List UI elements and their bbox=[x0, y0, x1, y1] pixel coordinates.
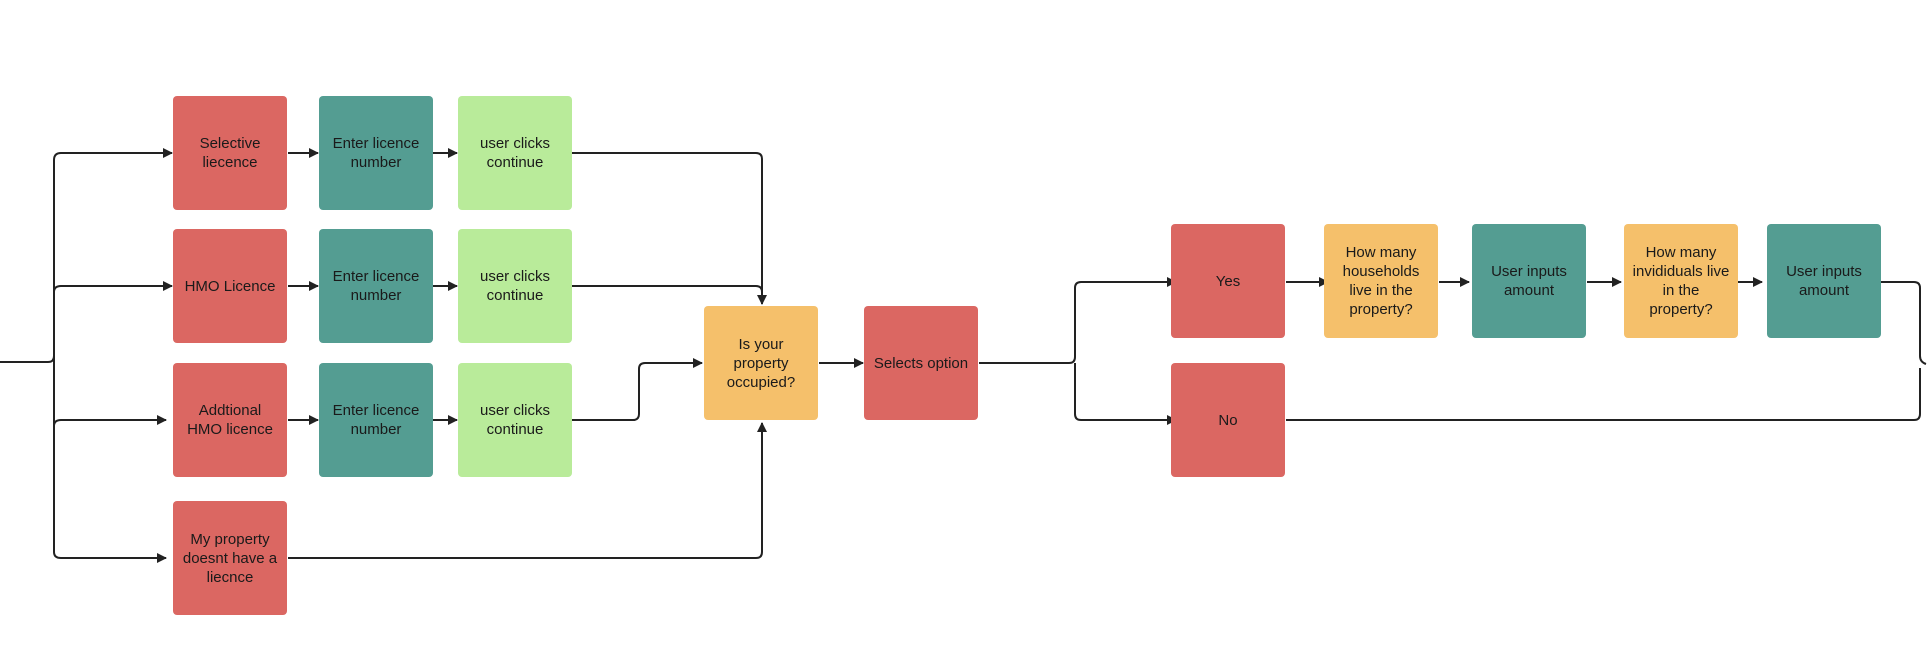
node-individuals-input[interactable]: User inputs amount bbox=[1767, 224, 1881, 338]
node-user-clicks-continue-3[interactable]: user clicks continue bbox=[458, 363, 572, 477]
node-hmo-licence[interactable]: HMO Licence bbox=[173, 229, 287, 343]
edge-no-licence-to-occupied bbox=[288, 422, 767, 559]
node-user-clicks-continue-1[interactable]: user clicks continue bbox=[458, 96, 572, 210]
edge-to-no bbox=[1074, 363, 1177, 425]
edge-selects-to-split bbox=[979, 356, 1076, 364]
node-selective-licence[interactable]: Selective liecence bbox=[173, 96, 287, 210]
edge-to-hmo-licence bbox=[53, 281, 173, 293]
node-no-licence[interactable]: My property doesnt have a liecnce bbox=[173, 501, 287, 615]
node-yes[interactable]: Yes bbox=[1171, 224, 1285, 338]
node-individuals-question[interactable]: How many invididuals live in the propert… bbox=[1624, 224, 1738, 338]
node-enter-licence-number-3[interactable]: Enter licence number bbox=[319, 363, 433, 477]
edge-to-yes bbox=[1074, 277, 1177, 357]
edge-no-to-merge bbox=[1286, 368, 1921, 421]
edge-continue2-to-occupied bbox=[572, 285, 763, 293]
node-no[interactable]: No bbox=[1171, 363, 1285, 477]
node-enter-licence-number-2[interactable]: Enter licence number bbox=[319, 229, 433, 343]
edge-entry bbox=[0, 355, 55, 363]
node-property-occupied[interactable]: Is your property occupied? bbox=[704, 306, 818, 420]
node-enter-licence-number-1[interactable]: Enter licence number bbox=[319, 96, 433, 210]
node-households-input[interactable]: User inputs amount bbox=[1472, 224, 1586, 338]
node-user-clicks-continue-2[interactable]: user clicks continue bbox=[458, 229, 572, 343]
edge-to-additional-hmo-licence bbox=[53, 415, 167, 427]
edge-continue1-to-occupied bbox=[572, 152, 767, 305]
node-additional-hmo-licence[interactable]: Addtional HMO licence bbox=[173, 363, 287, 477]
node-selects-option[interactable]: Selects option bbox=[864, 306, 978, 420]
edge-continue3-to-occupied bbox=[572, 358, 703, 421]
edge-input-to-merge bbox=[1881, 281, 1927, 365]
node-households-question[interactable]: How many households live in the property… bbox=[1324, 224, 1438, 338]
edge-left-trunk bbox=[53, 152, 62, 559]
